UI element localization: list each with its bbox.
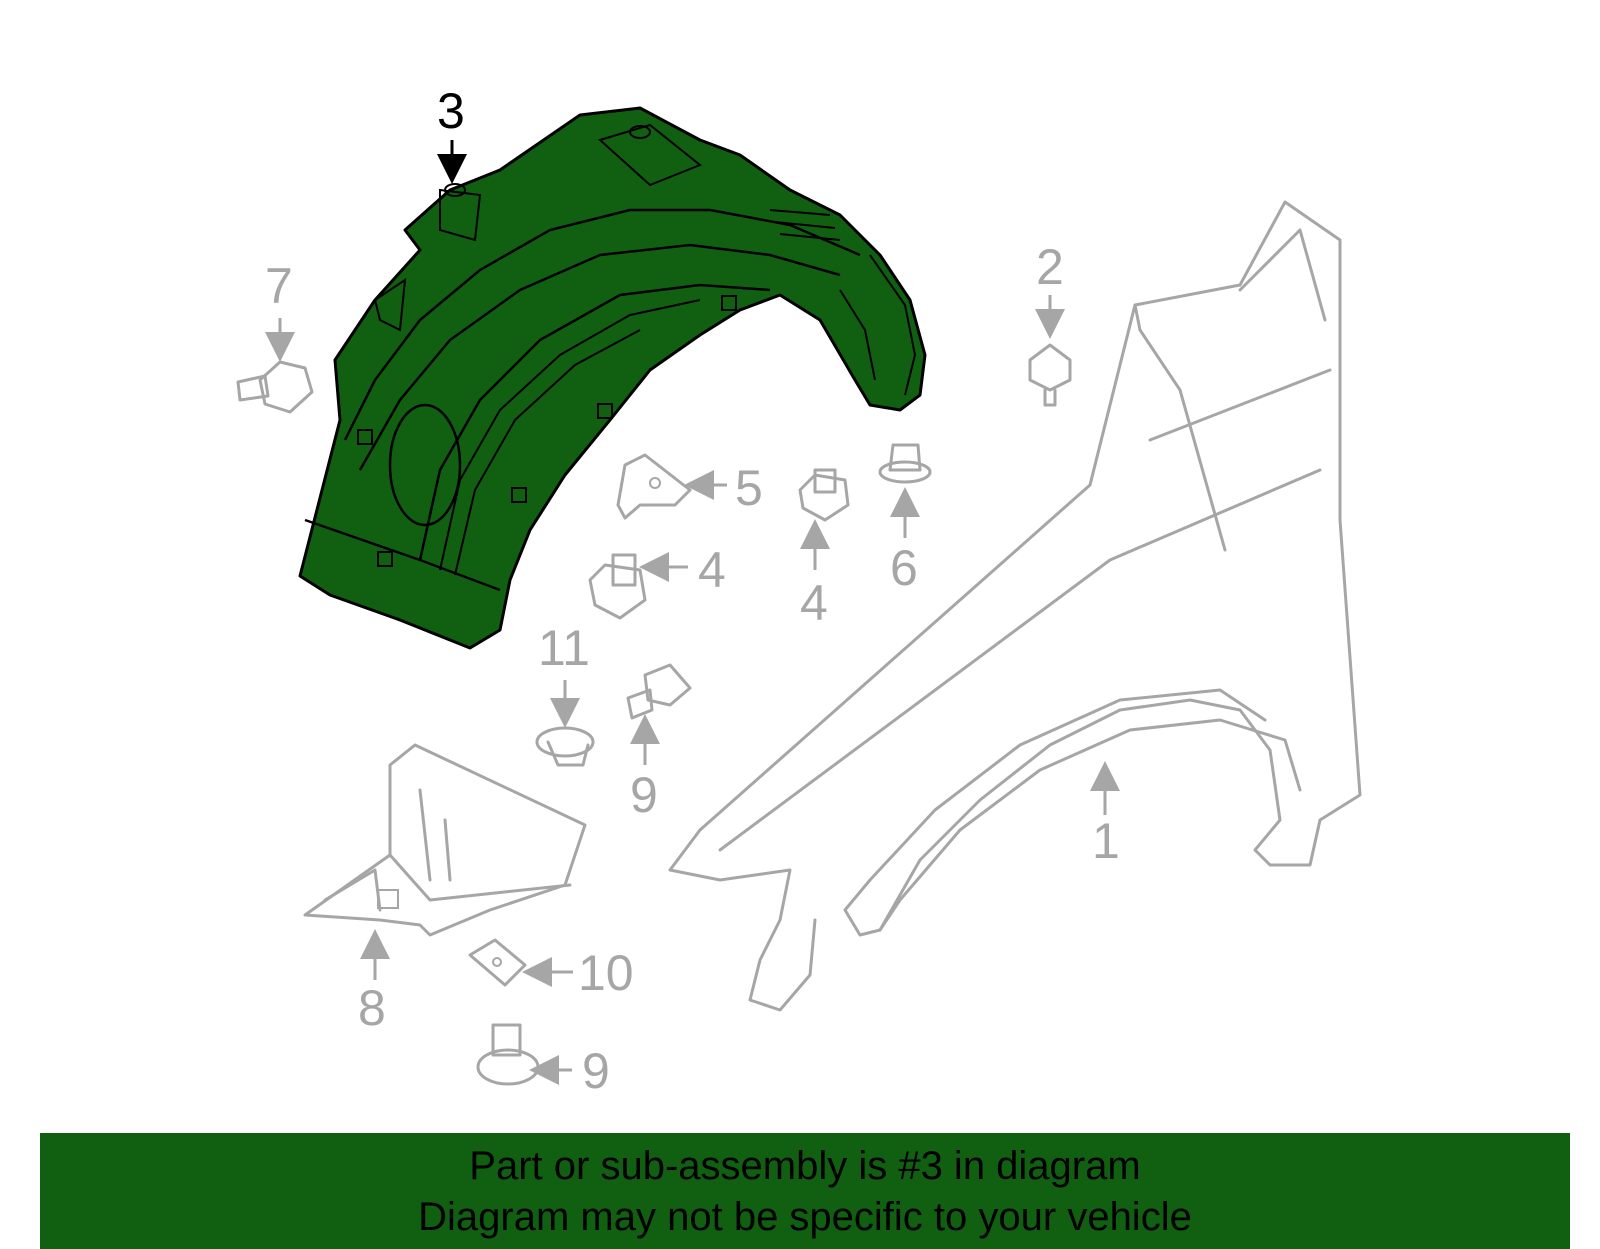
callout-10: 10: [578, 945, 634, 1001]
callout-6: 6: [890, 540, 918, 596]
clip-part-4b[interactable]: [798, 468, 850, 522]
callout-4b: 4: [800, 575, 828, 631]
callout-9a: 9: [630, 767, 658, 823]
clip-nut-part-10[interactable]: [468, 938, 527, 987]
grommet-part-6[interactable]: [878, 443, 932, 484]
fender-liner-part-3[interactable]: [298, 106, 927, 650]
callout-8: 8: [358, 980, 386, 1036]
callout-7: 7: [265, 258, 293, 314]
screw-part-9b[interactable]: [476, 1023, 540, 1086]
parts-diagram: 3 1 2 4 4 5 6 7 8 9 9 10 11: [236, 83, 1362, 1099]
fastener-part-7[interactable]: [236, 360, 314, 414]
banner-line-disclaimer: Diagram may not be specific to your vehi…: [418, 1195, 1192, 1239]
callout-9b: 9: [582, 1043, 610, 1099]
callout-5: 5: [735, 460, 763, 516]
callout-4a: 4: [698, 542, 726, 598]
clip-nut-part-5[interactable]: [616, 453, 692, 520]
fender-part-1[interactable]: [668, 200, 1362, 1012]
screw-part-9a[interactable]: [626, 663, 692, 720]
bracket-part-8[interactable]: [303, 743, 587, 937]
callout-1: 1: [1092, 813, 1120, 869]
callout-2: 2: [1036, 239, 1064, 295]
info-banner: Part or sub-assembly is #3 in diagram Di…: [40, 1133, 1570, 1249]
grommet-part-11[interactable]: [535, 726, 595, 767]
bolt-part-2[interactable]: [1028, 343, 1072, 407]
clip-part-4a[interactable]: [588, 553, 647, 620]
banner-line-part-number: Part or sub-assembly is #3 in diagram: [469, 1144, 1141, 1188]
callout-11: 11: [538, 620, 590, 676]
callout-3: 3: [437, 83, 465, 139]
